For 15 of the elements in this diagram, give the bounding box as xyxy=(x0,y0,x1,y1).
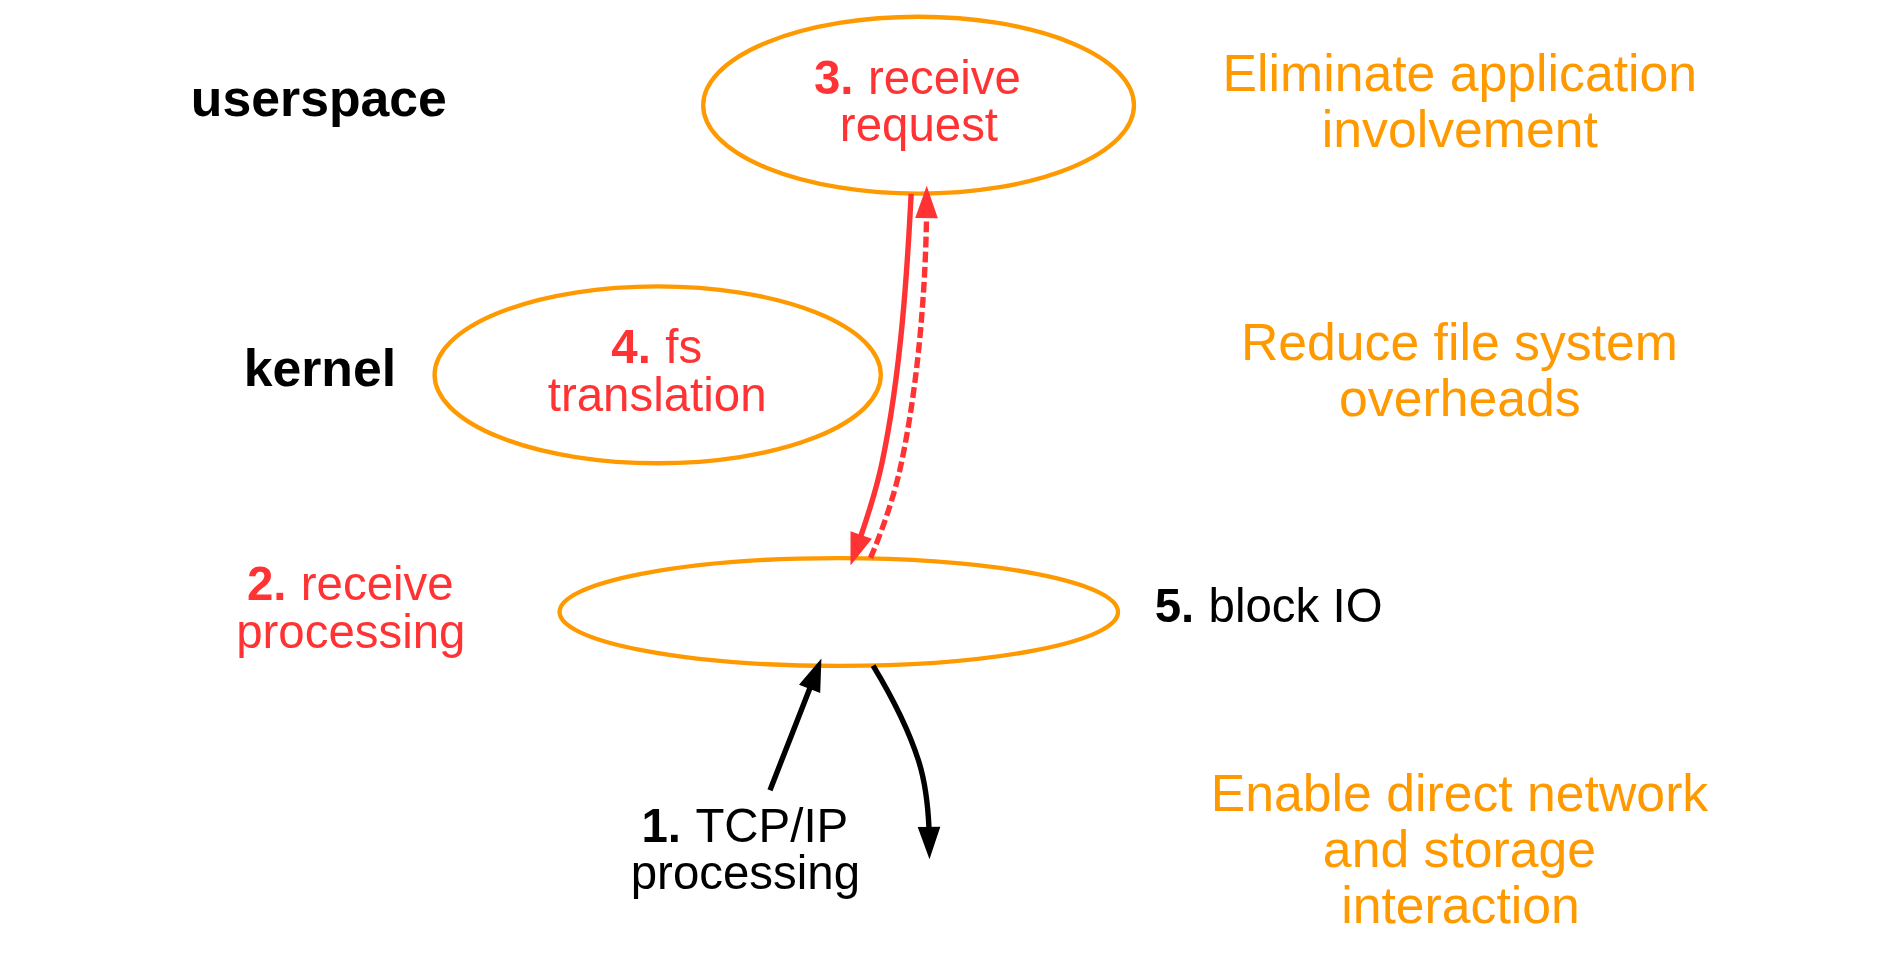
node-ellipse: 3. receive request xyxy=(700,14,1136,196)
label: kernel xyxy=(243,339,396,398)
node-ellipse xyxy=(556,555,1120,669)
arrow xyxy=(767,658,821,792)
label: Eliminate application involvement xyxy=(1222,43,1697,158)
label: Enable direct network and storage interaction xyxy=(1210,763,1708,934)
arrow xyxy=(867,185,938,559)
node-text: 1. TCP/IP processing xyxy=(630,798,860,900)
node-ellipse: 4. fs translation xyxy=(431,284,883,466)
node-label: 5. block IO xyxy=(1154,578,1383,632)
arrow xyxy=(849,193,914,566)
arrow xyxy=(870,664,940,860)
node-label: 2. receive processing xyxy=(235,557,465,658)
label: userspace xyxy=(190,69,447,128)
label: Reduce file system overheads xyxy=(1240,313,1678,428)
